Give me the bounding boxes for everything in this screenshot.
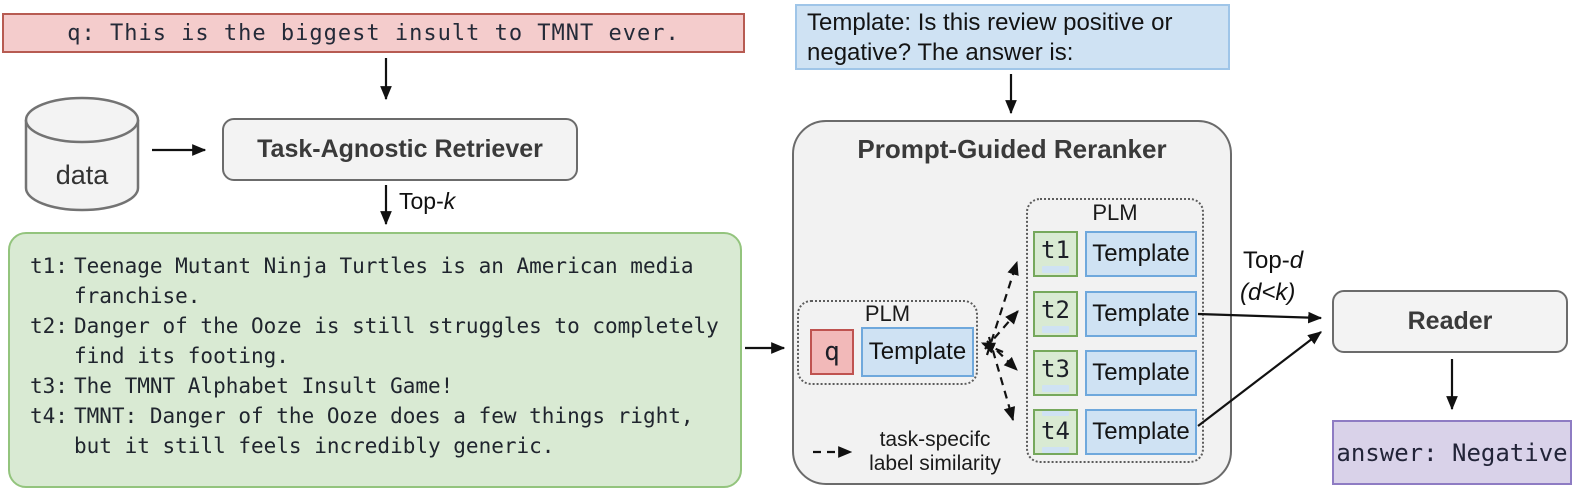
passage-id: t1: — [30, 254, 68, 278]
query-template-chip: Template — [861, 327, 974, 377]
candidate-template-chip-t4: Template — [1085, 409, 1197, 455]
task-agnostic-retriever-box: Task-Agnostic Retriever — [222, 118, 578, 181]
query-box: q: This is the biggest insult to TMNT ev… — [2, 13, 745, 53]
reranker-title: Prompt-Guided Reranker — [857, 134, 1167, 164]
top-d-constraint: (d<k) — [1240, 279, 1295, 307]
query-text: q: This is the biggest insult to TMNT ev… — [67, 20, 680, 46]
plm-query-label: PLM — [864, 301, 911, 326]
passage-text: TMNT: Danger of the Ooze does a few thin… — [74, 404, 694, 458]
passage-row: t4: TMNT: Danger of the Ooze does a few … — [30, 401, 740, 461]
top-d-var: d — [1289, 247, 1304, 274]
passage-id: t3: — [30, 374, 68, 398]
retriever-title: Task-Agnostic Retriever — [257, 135, 543, 163]
candidate-template-chip-t2: Template — [1085, 291, 1197, 337]
answer-text: answer: Negative — [1336, 438, 1568, 467]
top-k-var: k — [443, 188, 456, 214]
top-k-prefix: Top- — [399, 188, 444, 214]
passage-row: t3: The TMNT Alphabet Insult Game! — [30, 371, 740, 401]
candidate-template-chip-t3: Template — [1085, 350, 1197, 396]
passage-text: Danger of the Ooze is still struggles to… — [74, 314, 719, 368]
candidate-id: t1 — [1041, 235, 1070, 264]
candidate-id: t3 — [1041, 354, 1070, 383]
reader-box: Reader — [1332, 290, 1568, 353]
candidate-id: t4 — [1041, 417, 1070, 446]
similarity-legend: task-specifc label similarity — [865, 428, 1005, 476]
data-store-label: data — [55, 160, 109, 190]
passage-text: Teenage Mutant Ninja Turtles is an Ameri… — [74, 254, 694, 308]
top-d-label: Top-d — [1243, 247, 1303, 275]
template-prompt-text: Template: Is this review positive or neg… — [807, 9, 1173, 66]
label-highlight-bar — [1042, 447, 1069, 453]
label-highlight-bar — [1042, 265, 1069, 273]
candidate-chip-t2: t2 — [1033, 291, 1078, 337]
retrieved-passages-box: t1: Teenage Mutant Ninja Turtles is an A… — [8, 232, 742, 488]
template-prompt-box: Template: Is this review positive or neg… — [795, 4, 1230, 70]
query-chip: q — [810, 329, 854, 375]
plm-query-group — [797, 300, 978, 385]
label-highlight-bar — [1042, 411, 1069, 417]
passage-text: The TMNT Alphabet Insult Game! — [74, 374, 454, 398]
passage-id: t4: — [30, 404, 68, 428]
passage-row: t1: Teenage Mutant Ninja Turtles is an A… — [30, 251, 740, 311]
legend-line-1: task-specifc — [879, 428, 991, 451]
candidate-chip-t3: t3 — [1033, 350, 1078, 396]
reader-title: Reader — [1407, 307, 1493, 335]
passage-id: t2: — [30, 314, 68, 338]
top-k-label: Top-k — [399, 188, 455, 215]
top-d-prefix: Top- — [1243, 247, 1290, 274]
label-highlight-bar — [1042, 384, 1069, 392]
label-highlight-bar — [1042, 325, 1069, 333]
candidate-template-chip-t1: Template — [1085, 231, 1197, 277]
answer-box: answer: Negative — [1332, 420, 1572, 485]
candidate-chip-t1: t1 — [1033, 231, 1078, 277]
passage-row: t2: Danger of the Ooze is still struggle… — [30, 311, 740, 371]
plm-candidates-label: PLM — [1092, 200, 1138, 225]
legend-line-2: label similarity — [869, 452, 1001, 475]
candidate-chip-t4: t4 — [1033, 409, 1078, 455]
top-d-constraint-text: (d<k) — [1240, 279, 1296, 306]
plm-candidates-group — [1026, 198, 1204, 463]
candidate-id: t2 — [1041, 295, 1070, 324]
